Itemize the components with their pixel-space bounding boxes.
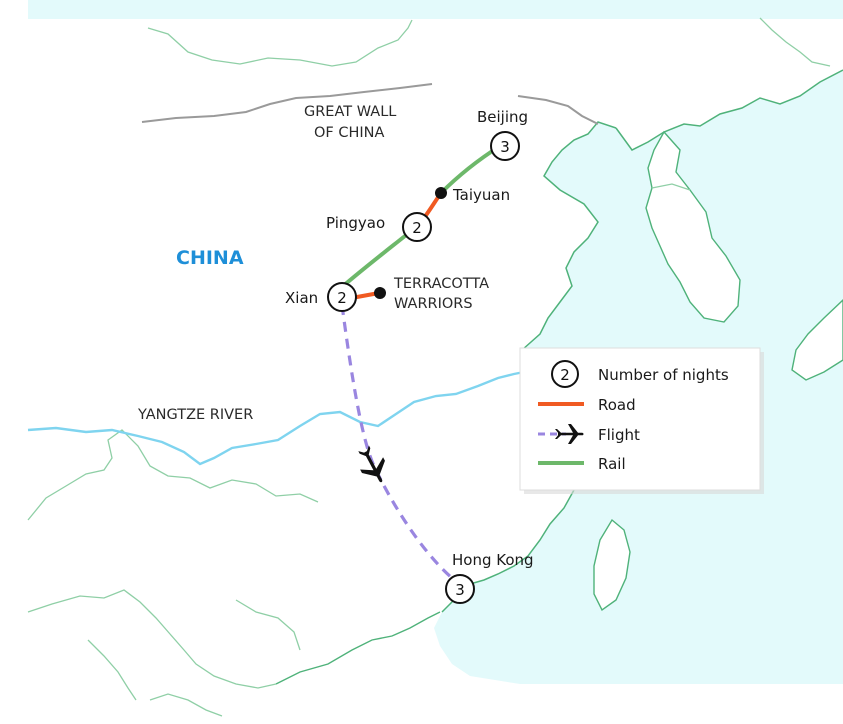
city-label: Hong Kong: [452, 551, 534, 569]
city-pingyao[interactable]: 2 Pingyao: [326, 212, 432, 242]
legend-nights-sample: 2: [560, 366, 570, 384]
legend: 2 Number of nights Road Flight Rail: [519, 347, 764, 494]
yangtze-river: [27, 370, 525, 466]
great-wall-label-line2: OF CHINA: [314, 125, 385, 141]
legend-item-rail: Rail: [538, 455, 626, 473]
nights-circle: [327, 282, 357, 312]
legend-item-road: Road: [538, 396, 636, 414]
legend-label: Rail: [598, 455, 626, 473]
country-label: CHINA: [176, 247, 244, 269]
route-rail-xian-pingyao: [340, 230, 412, 289]
border-south-1: [87, 639, 137, 701]
land-south-coast: [275, 611, 441, 685]
border-east-korea: [759, 17, 831, 67]
legend-label: Flight: [598, 426, 640, 444]
nights-value: 2: [337, 289, 347, 307]
legend-item-nights: 2 Number of nights: [551, 360, 729, 388]
site-label-line2: WARRIORS: [394, 296, 473, 312]
nights-circle: [445, 574, 475, 604]
airplane-icon: [555, 424, 584, 444]
city-hong-kong[interactable]: 3 Hong Kong: [445, 551, 534, 604]
yangtze-label: YANGTZE RIVER: [137, 407, 253, 423]
nights-circle: [402, 212, 432, 242]
city-label: Xian: [285, 289, 318, 307]
legend-label: Road: [598, 396, 636, 414]
border-north: [147, 19, 413, 67]
nights-value: 3: [455, 581, 465, 599]
legend-nights-circle: [551, 360, 579, 388]
city-label: Beijing: [477, 108, 528, 126]
great-wall-east: [517, 95, 599, 125]
great-wall-label-line1: GREAT WALL: [304, 104, 396, 120]
border-south-2: [149, 693, 223, 717]
coastline-north: [615, 69, 843, 151]
city-beijing[interactable]: 3 Beijing: [477, 108, 528, 161]
border-south-3: [235, 599, 301, 651]
sea-top-strip: [28, 0, 843, 19]
border-southwest: [27, 589, 277, 689]
land-korea: [645, 130, 741, 323]
site-dot: [374, 287, 386, 299]
city-taiyuan[interactable]: Taiyuan: [435, 186, 510, 204]
land-taiwan: [593, 518, 631, 612]
city-xian[interactable]: 2 Xian: [285, 282, 357, 312]
nights-value: 3: [500, 138, 510, 156]
nights-circle: [490, 131, 520, 161]
land-japan: [791, 299, 843, 381]
airplane-icon: [358, 445, 385, 483]
city-dot: [435, 187, 447, 199]
legend-item-flight: Flight: [538, 424, 640, 444]
great-wall-line: [141, 83, 433, 123]
city-label: Taiyuan: [452, 186, 510, 204]
border-west: [27, 429, 319, 521]
legend-label: Number of nights: [598, 366, 729, 384]
site-label-line1: TERRACOTTA: [393, 276, 489, 292]
site-terracotta-warriors[interactable]: TERRACOTTA WARRIORS: [374, 276, 489, 312]
nights-value: 2: [412, 219, 422, 237]
border-korea-north: [651, 183, 691, 191]
city-label: Pingyao: [326, 214, 385, 232]
